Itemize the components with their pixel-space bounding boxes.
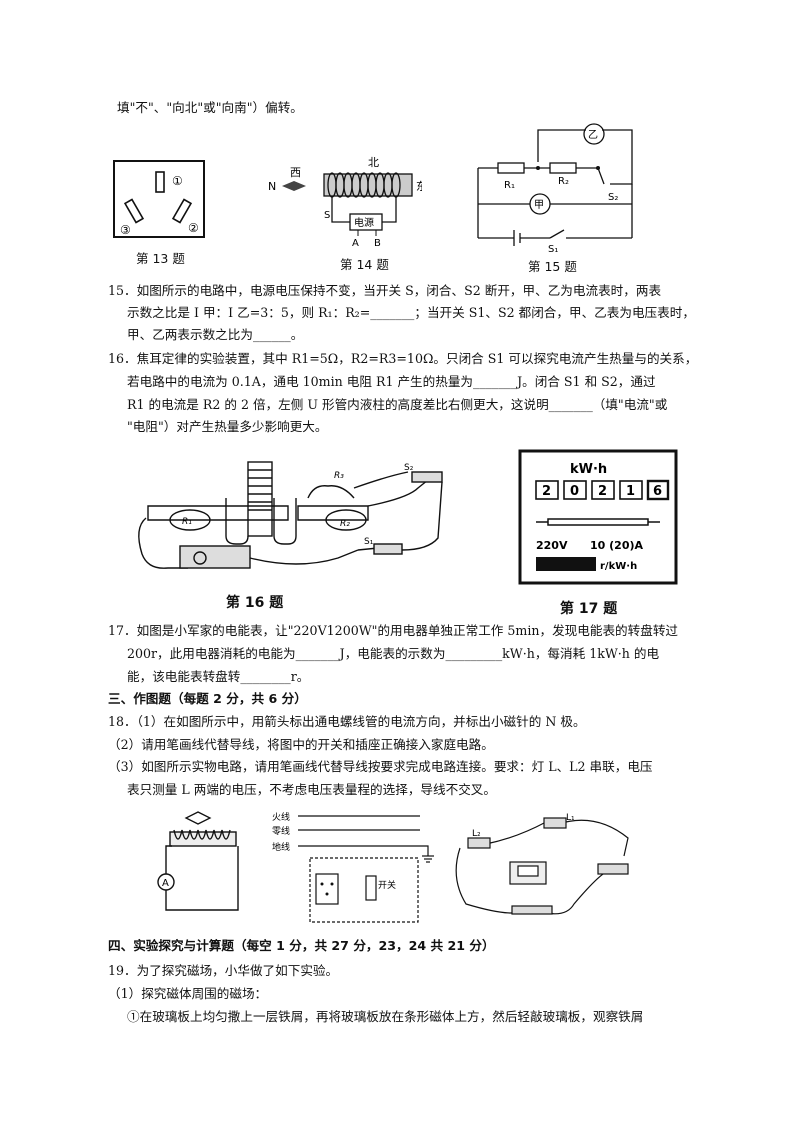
- label-n: N: [268, 180, 276, 193]
- caption-14: 第 14 题: [340, 257, 389, 272]
- label-east: 东: [416, 180, 422, 193]
- line-q16b: 若电路中的电流为 0.1A，通电 10min 电阻 R1 产生的热量为_____…: [127, 374, 656, 389]
- digit-1: 2: [542, 484, 551, 499]
- l2-label: L₂: [472, 829, 481, 839]
- caption-15: 第 15 题: [528, 259, 577, 274]
- hole-3-label: ③: [120, 223, 131, 237]
- meter-yi-label: 乙: [588, 129, 598, 141]
- s2-label: S₂: [404, 463, 414, 473]
- line-q15b: 示数之比是 I 甲：I 乙=3：5，则 R₁：R₂=_______；当开关 S1…: [127, 305, 695, 320]
- caption-16: 第 16 题: [226, 595, 284, 611]
- rev-unit: r/kW·h: [600, 561, 637, 572]
- digit-4: 1: [626, 484, 635, 499]
- caption-17: 第 17 题: [560, 601, 618, 617]
- digit-2: 0: [570, 484, 579, 499]
- r1-label: R₁: [504, 180, 515, 191]
- s2-label: S₂: [608, 192, 618, 203]
- label-source: 电源: [354, 216, 374, 229]
- figure-14-solenoid: 北 西 N 东 S 电源 A B: [268, 156, 422, 249]
- ground-line-label: 地线: [272, 841, 290, 853]
- line-q18-2: （2）请用笔画线代替导线，将图中的开关和插座正确接入家庭电路。: [108, 737, 494, 752]
- line-q17c: 能，该电能表转盘转________r。: [127, 669, 310, 684]
- line-q17b: 200r，此用电器消耗的电能为_______J，电能表的示数为_________…: [127, 646, 660, 661]
- figure-15-circuit: 乙 甲 R₁ R₂ S₂ S₁: [477, 123, 633, 254]
- digit-5: 6: [653, 484, 662, 499]
- r2-label: R₂: [558, 176, 569, 187]
- line-q18-3b: 表只测量 L 两端的电压，不考虑电压表量程的选择，导线不交叉。: [127, 782, 496, 797]
- figure-13-socket: ① ③ ②: [113, 160, 205, 238]
- rating-current: 10 (20)A: [590, 539, 643, 552]
- zero-line-label: 零线: [272, 825, 290, 837]
- fire-line-label: 火线: [272, 811, 290, 823]
- figure-16-apparatus: R₁ R₂ R₃ S₂ S₁: [138, 461, 443, 569]
- label-s: S: [324, 210, 330, 221]
- meter-unit: kW·h: [570, 462, 607, 477]
- ammeter-label: A: [162, 878, 169, 889]
- figure-18-1-solenoid: A: [157, 811, 239, 911]
- r3-label: R₃: [334, 471, 344, 481]
- line-q16a: 16．焦耳定律的实验装置，其中 R1=5Ω，R2=R3=10Ω。只闭合 S1 可…: [108, 351, 698, 366]
- line-fill: 填"不"、"向北"或"向南"）偏转。: [117, 100, 303, 115]
- line-q19: 19．为了探究磁场，小华做了如下实验。: [108, 963, 339, 978]
- hole-2-label: ②: [188, 221, 199, 235]
- meter-jia-label: 甲: [534, 200, 544, 211]
- line-q19-1: （1）探究磁体周围的磁场：: [108, 986, 268, 1001]
- line-q15c: 甲、乙两表示数之比为______。: [127, 327, 304, 342]
- label-a: A: [352, 238, 359, 249]
- line-q15a: 15．如图所示的电路中，电源电压保持不变，当开关 S，闭合、S2 断开，甲、乙为…: [108, 283, 662, 298]
- r1-label: R₁: [182, 517, 192, 527]
- rating-voltage: 220V: [536, 539, 568, 552]
- digit-3: 2: [598, 484, 607, 499]
- line-q16c: R1 的电流是 R2 的 2 倍，左侧 U 形管内液柱的高度差比右侧更大，这说明…: [127, 397, 668, 412]
- line-q19-1a: ①在玻璃板上均匀撒上一层铁屑，再将玻璃板放在条形磁体上方，然后轻敲玻璃板，观察铁…: [127, 1009, 644, 1024]
- line-q18-1: 18．（1）在如图所示中，用箭头标出通电螺线管的电流方向，并标出小磁针的 N 极…: [108, 714, 586, 729]
- figure-18-2-household: 火线 零线 地线 开关: [272, 811, 434, 923]
- line-q18-3a: （3）如图所示实物电路，请用笔画线代替导线按要求完成电路连接。要求：灯 L、L2…: [108, 759, 653, 774]
- s1-label: S₁: [548, 244, 558, 254]
- section-4-title: 四、实验探究与计算题（每空 1 分，共 27 分，23，24 共 21 分）: [108, 938, 495, 953]
- hole-1-label: ①: [172, 174, 183, 188]
- l1-label: L₁: [566, 813, 575, 823]
- label-north: 北: [368, 156, 379, 169]
- line-q17a: 17．如图是小军家的电能表，让"220V1200W"的用电器单独正常工作 5mi…: [108, 623, 679, 638]
- figure-18-3-circuit: L₂ L₁: [455, 813, 629, 915]
- line-q16d: "电阻"）对产生热量多少影响更大。: [127, 419, 328, 434]
- caption-13: 第 13 题: [136, 251, 185, 266]
- switch-label: 开关: [378, 879, 396, 891]
- label-west: 西: [290, 166, 301, 179]
- r2-label: R₂: [340, 519, 350, 529]
- section-3-title: 三、作图题（每题 2 分，共 6 分）: [108, 691, 307, 706]
- s1-label: S₁: [364, 537, 374, 547]
- label-b: B: [374, 238, 381, 249]
- figure-17-meter: kW·h 2 0 2 1 6 220V 10 (20)A r/kW·h: [518, 449, 678, 585]
